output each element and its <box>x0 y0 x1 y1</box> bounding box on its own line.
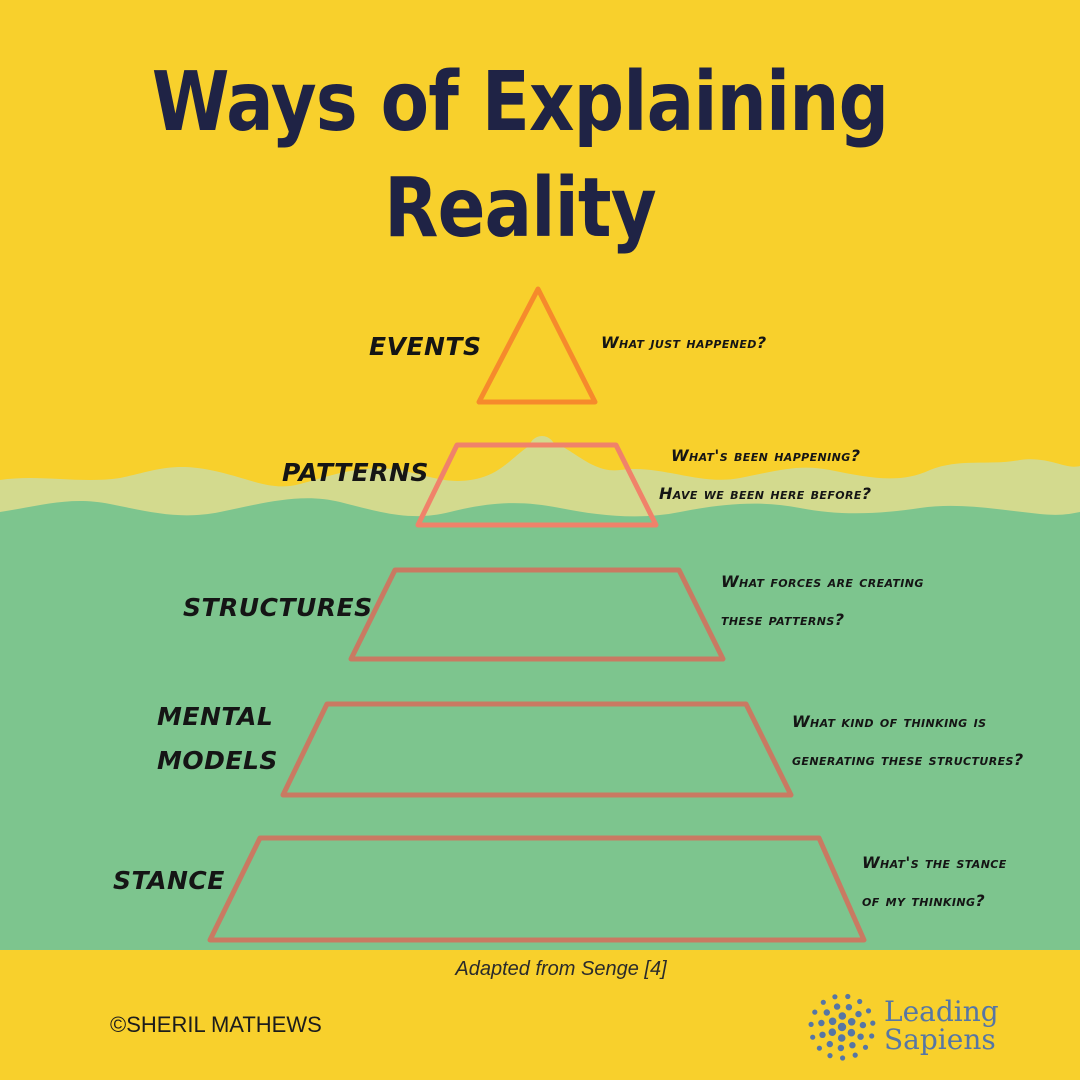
level-label-patterns: PATTERNS <box>282 458 429 487</box>
question-events: What just happened? <box>601 333 767 352</box>
question-structures-1: What forces are creating <box>721 572 924 591</box>
question-structures-2: these patterns? <box>721 610 845 629</box>
source-caption: Adapted from Senge [4] <box>455 958 667 980</box>
level-label-mental-models-line-1: MENTAL <box>157 702 274 731</box>
logo-dot <box>816 1045 823 1051</box>
logo-dot <box>857 1033 864 1040</box>
logo-dot <box>857 998 863 1005</box>
logo-dot <box>859 1021 867 1029</box>
logo-dot <box>870 1020 876 1026</box>
brand-wordmark: Leading Sapiens <box>884 998 999 1054</box>
logo-dot <box>869 1033 875 1039</box>
logo-dot <box>810 1034 816 1040</box>
question-patterns-2: Have we been here before? <box>659 484 872 503</box>
logo-dot <box>832 994 838 1000</box>
logo-dot <box>845 993 851 1000</box>
logo-dot <box>845 1004 853 1011</box>
question-stance-1: What's the stance <box>862 853 1007 872</box>
title-line-1: Ways of Explaining <box>151 55 889 150</box>
brand-line-1: Leading <box>884 995 999 1028</box>
level-stance-trapezoid <box>207 835 867 943</box>
logo-dot <box>847 1028 856 1037</box>
dot-cluster-logo-icon <box>808 993 876 1061</box>
question-mental-models-1: What kind of thinking is <box>792 712 987 731</box>
logo-dot <box>837 1044 845 1052</box>
level-structures-trapezoid <box>348 567 726 662</box>
logo-dot <box>862 1044 869 1050</box>
level-label-mental-models-line-2: MODELS <box>157 746 278 775</box>
logo-dot <box>840 1055 846 1061</box>
logo-dot <box>828 1017 837 1026</box>
logo-dot <box>819 1031 826 1039</box>
brand-line-2: Sapiens <box>884 1023 996 1056</box>
level-label-structures: STRUCTURES <box>183 593 373 622</box>
logo-dot <box>828 1028 837 1036</box>
logo-dot <box>865 1008 872 1014</box>
title-line-2: Reality <box>384 161 657 256</box>
question-stance-2: of my thinking? <box>862 891 986 910</box>
logo-dot <box>847 1018 856 1026</box>
copyright-notice: ©SHERIL MATHEWS <box>110 1012 322 1037</box>
logo-dot <box>812 1009 818 1015</box>
question-mental-models-2: generating these structures? <box>792 750 1024 769</box>
logo-dot <box>837 1022 847 1032</box>
logo-dot <box>826 1040 833 1048</box>
logo-dot <box>808 1021 814 1027</box>
logo-dot <box>820 999 826 1005</box>
level-patterns-trapezoid <box>415 442 659 528</box>
logo-dot <box>837 1034 846 1042</box>
logo-dot <box>852 1052 858 1058</box>
logo-dot <box>818 1019 825 1027</box>
logo-dot <box>827 1053 833 1059</box>
level-label-events: EVENTS <box>369 332 482 361</box>
logo-dot <box>838 1012 847 1020</box>
water-bubble <box>529 436 555 462</box>
level-mental-models-trapezoid <box>280 701 794 798</box>
level-label-stance: STANCE <box>113 866 225 895</box>
logo-dot <box>849 1042 856 1049</box>
logo-dot <box>855 1010 862 1018</box>
logo-dot <box>833 1003 841 1010</box>
question-patterns-1: What's been happening? <box>671 446 861 465</box>
logo-dot <box>823 1009 830 1016</box>
level-events-triangle <box>476 286 598 405</box>
